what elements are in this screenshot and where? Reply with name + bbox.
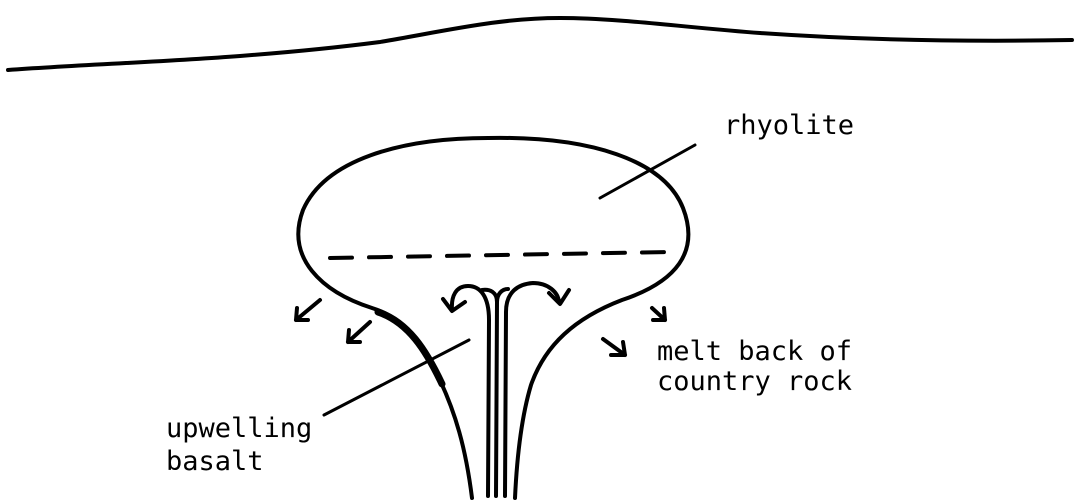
- upwelling-label-line2: basalt: [166, 446, 264, 477]
- upwelling-basalt-leader-line: [324, 340, 469, 415]
- chamber-outline-right: [488, 138, 688, 498]
- melt-back-arrow-right-1: [652, 308, 665, 320]
- melt-back-arrow-left-1: [296, 300, 320, 320]
- rhyolite-label: rhyolite: [724, 110, 854, 141]
- melt-back-label-line1: melt back of: [657, 336, 852, 367]
- upwelling-conduit-right: [505, 283, 559, 496]
- chamber-wall-thick: [378, 312, 442, 384]
- upwelling-label-line1: upwelling: [166, 413, 312, 444]
- upwelling-conduit-left: [452, 286, 489, 496]
- melt-back-arrow-left-2: [348, 322, 370, 342]
- melt-back-label-line2: country rock: [657, 366, 852, 397]
- melt-back-arrow-right-2: [603, 339, 625, 355]
- ground-surface-line: [8, 18, 1072, 70]
- rhyolite-basalt-interface: [330, 252, 668, 258]
